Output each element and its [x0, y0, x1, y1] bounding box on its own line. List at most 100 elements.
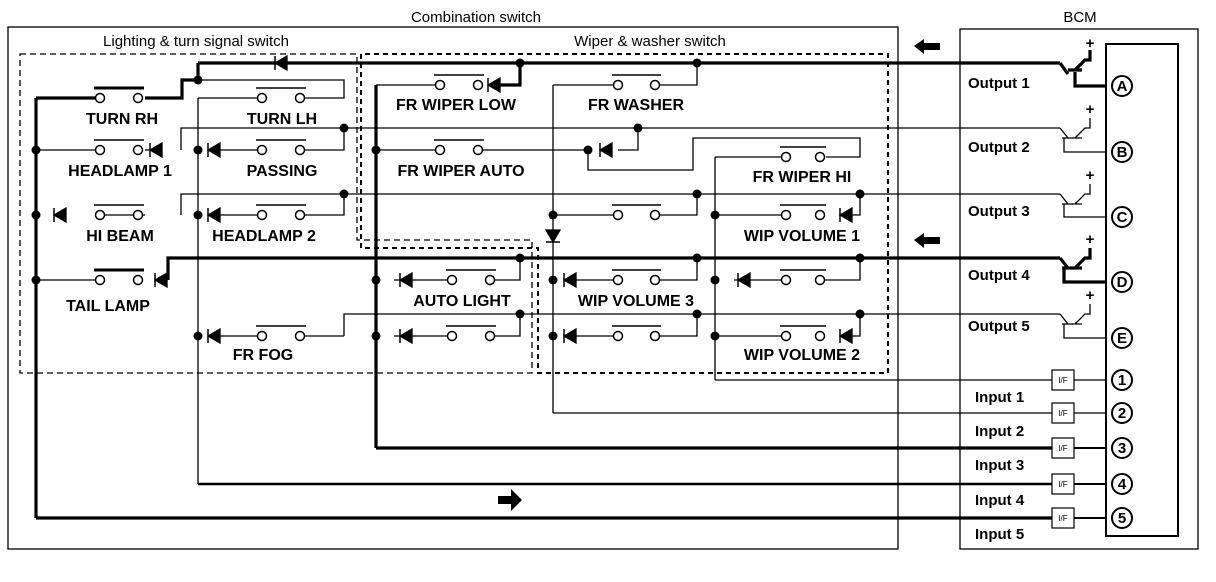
combination-switch-box: [7, 26, 899, 550]
svg-text:I/F: I/F: [1058, 444, 1067, 453]
input-4-label: Input 4: [975, 492, 1025, 509]
svg-text:2: 2: [1118, 405, 1126, 422]
junction-dot: [31, 145, 41, 155]
junction-dot: [193, 145, 203, 155]
switch-label-fr-wiper-low: FR WIPER LOW: [396, 97, 517, 114]
terminal-e: E: [1111, 327, 1133, 349]
switch-contact: [780, 204, 826, 221]
svg-text:4: 4: [1118, 476, 1127, 493]
input-5-label: Input 5: [975, 526, 1024, 543]
diode-icon: [273, 54, 288, 72]
terminal-a: A: [1111, 75, 1133, 97]
junction-dot: [515, 253, 525, 263]
bcm-output-labels: Output 1 Output 2 Output 3 Output 4 Outp…: [968, 75, 1030, 335]
diode-icon: [153, 271, 168, 289]
switch-contacts: [94, 74, 826, 342]
input-1-label: Input 1: [975, 389, 1024, 406]
switch-label-turn-rh: TURN RH: [86, 111, 158, 128]
switch-label-turn-lh: TURN LH: [247, 111, 317, 128]
switch-contact: [780, 325, 826, 342]
plus-symbol: +: [1086, 35, 1095, 52]
diode-icon: [206, 206, 221, 224]
switch-label-tail-lamp: TAIL LAMP: [66, 298, 150, 315]
svg-text:B: B: [1117, 144, 1128, 161]
junction-dot: [692, 253, 702, 263]
bcm-box: [959, 28, 1199, 550]
svg-text:5: 5: [1118, 510, 1126, 527]
junction-dot: [692, 58, 702, 68]
svg-text:I/F: I/F: [1058, 514, 1067, 523]
switch-label-passing: PASSING: [247, 163, 318, 180]
diode-icon: [398, 327, 413, 345]
switch-contact: [612, 204, 661, 221]
switch-label-auto-light: AUTO LIGHT: [413, 293, 511, 310]
lighting-switch-title: Lighting & turn signal switch: [103, 33, 289, 50]
switch-label-wip-volume-2: WIP VOLUME 2: [744, 347, 860, 364]
arrow-left-icon: [914, 39, 940, 54]
terminal-3: 3: [1111, 437, 1133, 459]
terminal-b: B: [1111, 141, 1133, 163]
diode-icon: [544, 229, 562, 244]
switch-contact: [780, 269, 826, 286]
switch-contact: [256, 325, 306, 342]
switch-contact: [780, 146, 826, 163]
diodes: [52, 54, 853, 345]
switch-contact: [612, 74, 661, 91]
svg-text:I/F: I/F: [1058, 480, 1067, 489]
junction-dot: [548, 210, 558, 220]
junction-dot: [371, 145, 381, 155]
terminal-2: 2: [1111, 402, 1133, 424]
diode-icon: [398, 271, 413, 289]
diode-icon: [486, 76, 501, 94]
junction-dot: [339, 123, 349, 133]
switch-contact: [94, 204, 144, 221]
interface-box: I/F: [1051, 437, 1075, 459]
diode-icon: [206, 141, 221, 159]
junction-dot: [692, 309, 702, 319]
switch-contact: [612, 269, 661, 286]
junction-dot: [371, 275, 381, 285]
switch-label-fr-washer: FR WASHER: [588, 97, 684, 114]
switch-label-hi-beam: HI BEAM: [86, 228, 154, 245]
diode-icon: [148, 141, 163, 159]
interface-box: I/F: [1051, 507, 1075, 529]
switch-contact: [94, 268, 144, 286]
junction-dot: [710, 331, 720, 341]
switch-contact: [446, 269, 496, 286]
supply-symbols: + + + + +: [1086, 35, 1095, 304]
junction-dot: [31, 210, 41, 220]
terminal-4: 4: [1111, 473, 1133, 495]
junction-dots: [31, 58, 865, 341]
switch-contact: [256, 204, 306, 221]
bcm-title: BCM: [1063, 9, 1096, 26]
interface-box: I/F: [1051, 402, 1075, 424]
switch-label-fr-wiper-auto: FR WIPER AUTO: [397, 163, 524, 180]
switch-contact: [94, 139, 144, 156]
switch-label-headlamp-2: HEADLAMP 2: [212, 228, 316, 245]
svg-text:I/F: I/F: [1058, 409, 1067, 418]
input-2-label: Input 2: [975, 423, 1024, 440]
svg-text:A: A: [1117, 78, 1128, 95]
terminal-1: 1: [1111, 369, 1133, 391]
interface-boxes: I/F I/F I/F I/F I/F: [1051, 369, 1075, 529]
junction-dot: [583, 145, 593, 155]
junction-dot: [515, 309, 525, 319]
switch-contact: [612, 325, 661, 342]
junction-dot: [548, 275, 558, 285]
wiper-switch-title: Wiper & washer switch: [574, 33, 726, 50]
diode-icon: [598, 141, 613, 159]
junction-dot: [710, 275, 720, 285]
svg-text:I/F: I/F: [1058, 376, 1067, 385]
bcm-input-labels: Input 1 Input 2 Input 3 Input 4 Input 5: [975, 389, 1025, 543]
terminal-5: 5: [1111, 507, 1133, 529]
junction-dot: [515, 58, 525, 68]
svg-text:E: E: [1117, 330, 1127, 347]
switch-label-fr-wiper-hi: FR WIPER HI: [753, 169, 852, 186]
input-3-label: Input 3: [975, 457, 1024, 474]
junction-dot: [371, 331, 381, 341]
svg-text:3: 3: [1118, 440, 1126, 457]
diode-icon: [562, 271, 577, 289]
diode-icon: [562, 327, 577, 345]
switch-labels: TURN RH TURN LH HEADLAMP 1 PASSING HI BE…: [66, 97, 860, 364]
